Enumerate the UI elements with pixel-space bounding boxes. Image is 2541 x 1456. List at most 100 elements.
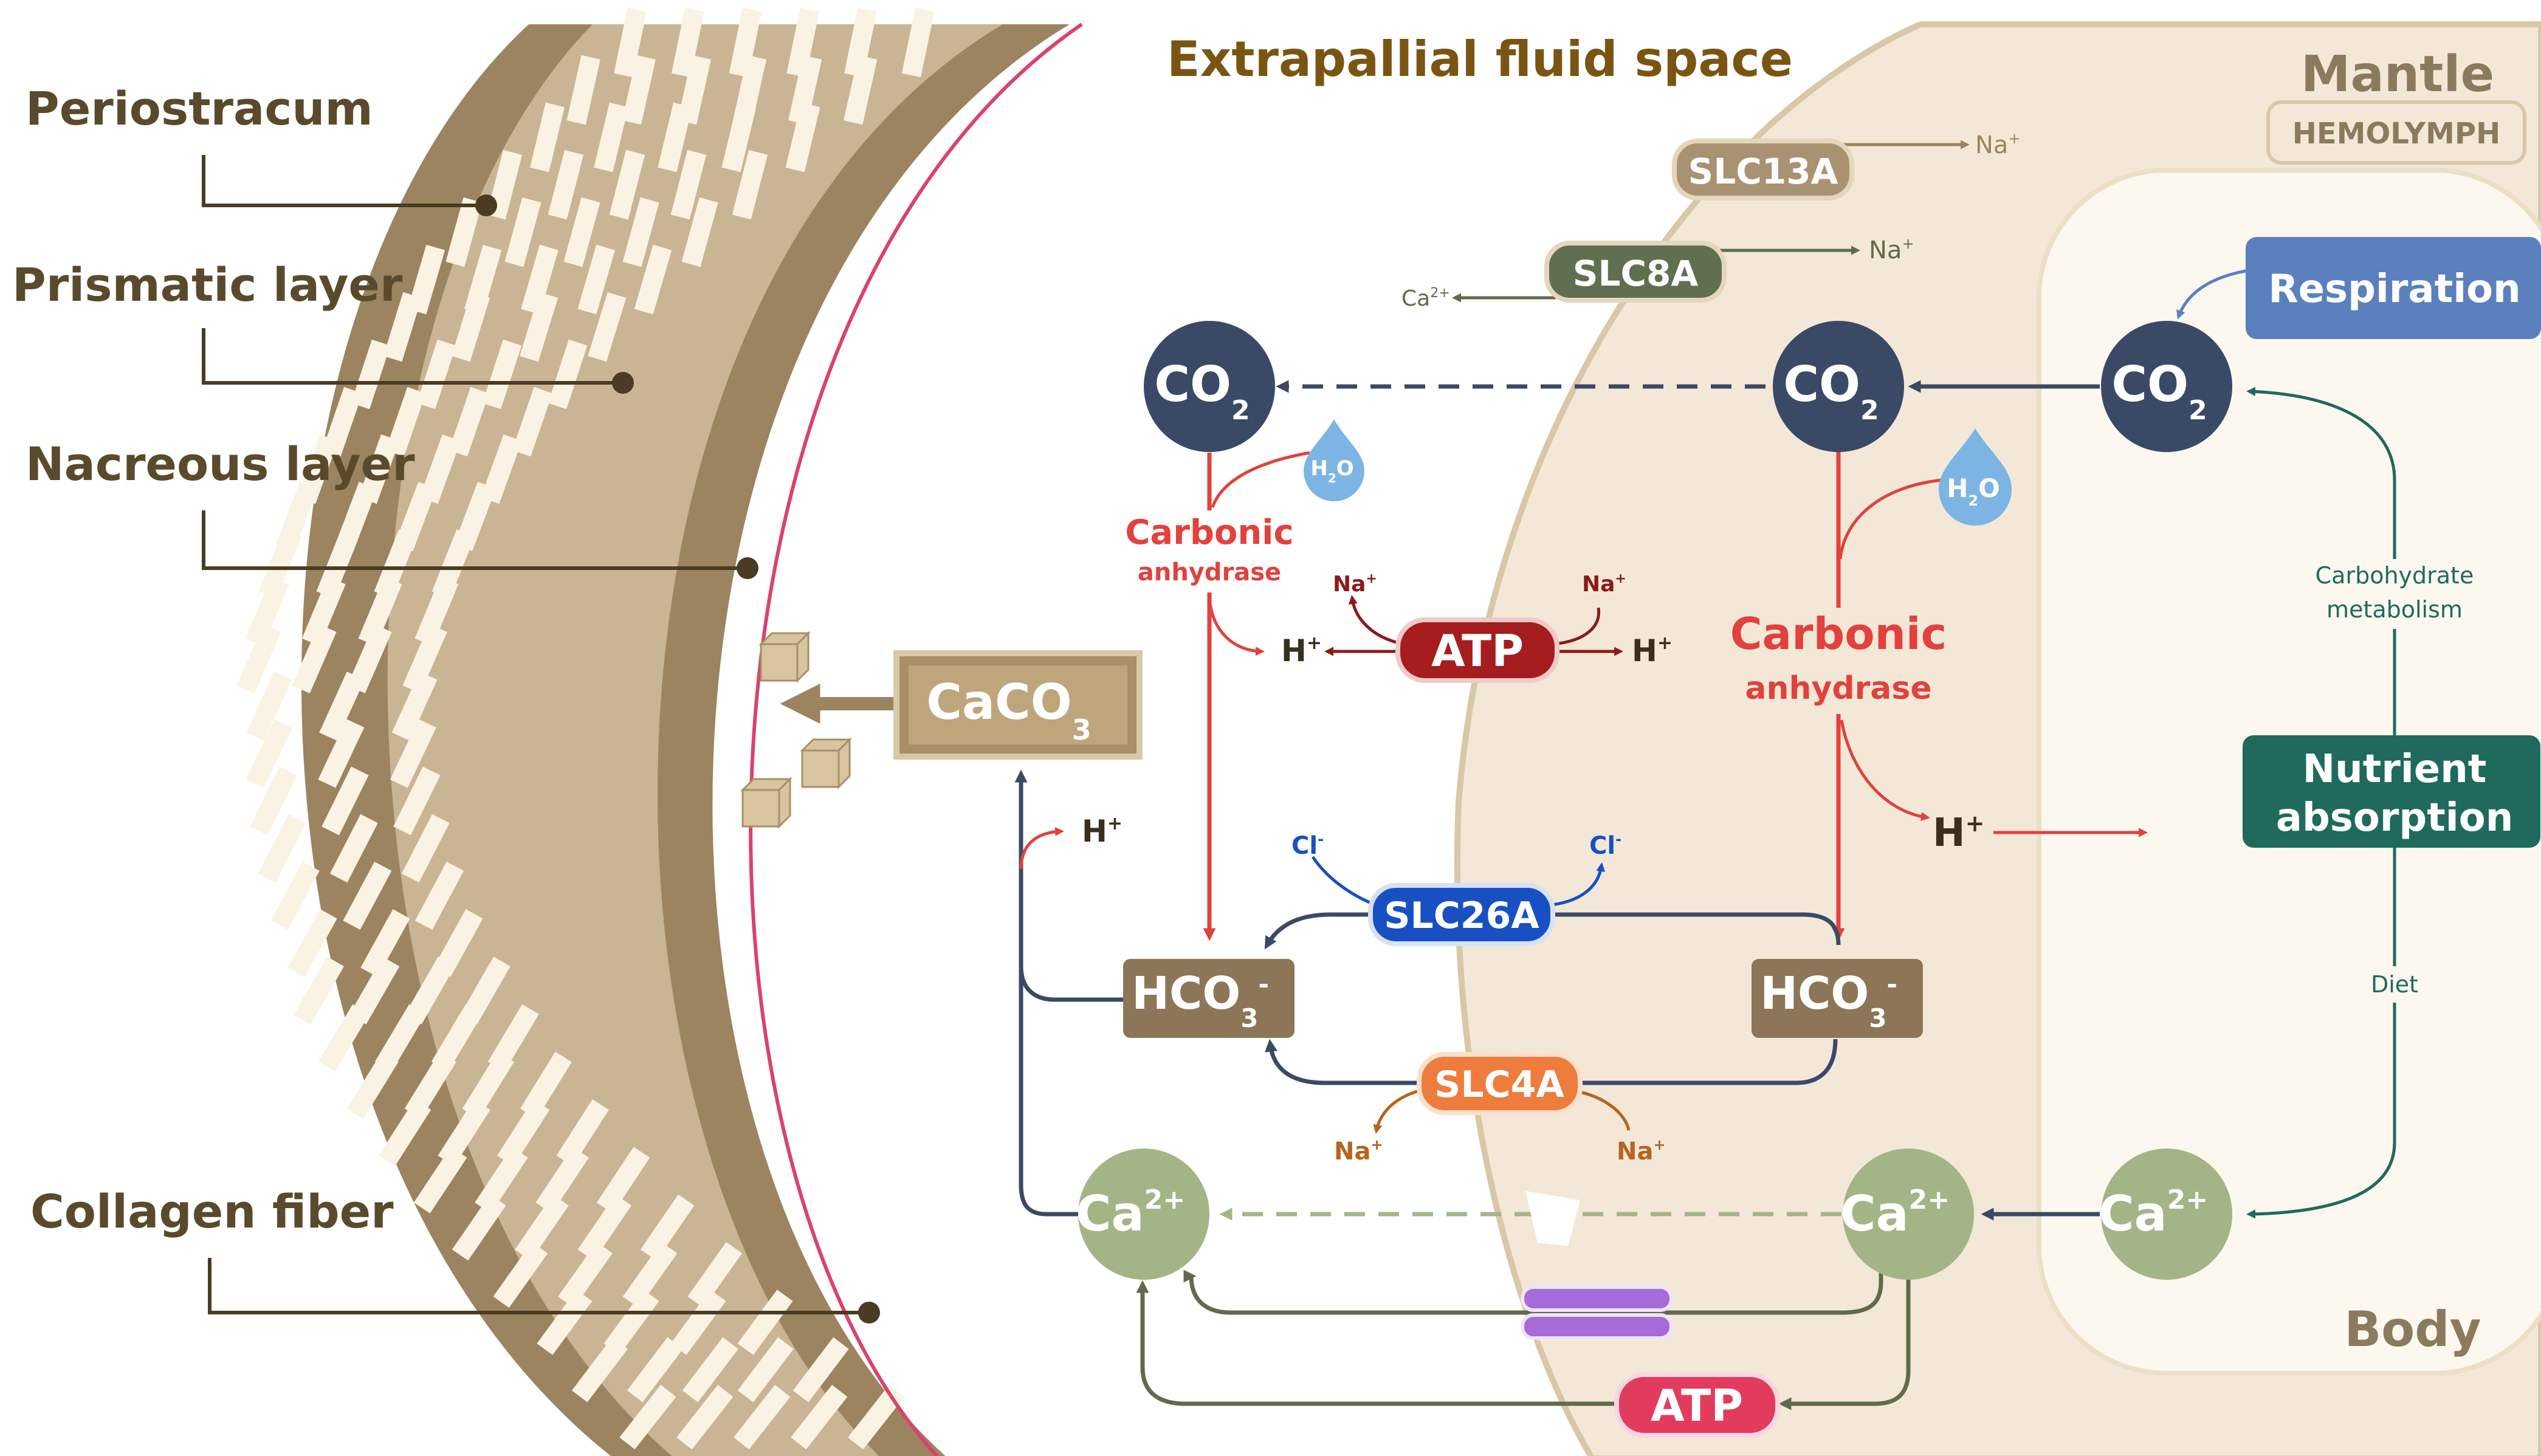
svg-text:CO2: CO2 <box>1154 356 1250 426</box>
nacre-tablet <box>318 1004 370 1072</box>
nacre-tablet <box>347 624 392 693</box>
nacre-tablet <box>301 577 346 646</box>
extrapallial-fluid-space-title: Extrapallial fluid space <box>1167 31 1793 88</box>
nacre-tablet <box>848 1384 905 1450</box>
svg-text:H2O: H2O <box>1310 456 1353 486</box>
nacre-tablet <box>566 55 600 125</box>
nacre-tablet <box>321 766 369 836</box>
nutrient-absorption-box <box>2243 735 2540 848</box>
nacre-tablet <box>329 814 378 883</box>
nacre-tablet <box>530 102 565 173</box>
atp-na-right-label: Na+ <box>1582 571 1626 597</box>
label-prismatic-layer: Prismatic layer <box>12 258 403 312</box>
nacre-tablet <box>393 766 441 836</box>
nacre-tablet <box>374 1004 426 1072</box>
nacre-tablet <box>246 671 292 741</box>
mantle-title: Mantle <box>2301 46 2494 103</box>
nacre-tablet <box>844 55 878 125</box>
crystal-cubes <box>740 631 852 829</box>
epf-anhydrase-label: anhydrase <box>1138 558 1281 586</box>
atp-h-right-label: H+ <box>1632 633 1673 668</box>
nacre-tablet <box>402 624 447 693</box>
nacre-tablet <box>258 814 306 883</box>
nacre-tablet <box>687 1241 743 1308</box>
slc13a-na-label: Na+ <box>1975 130 2021 159</box>
nacre-tablet <box>670 1289 726 1355</box>
nacre-tablet <box>671 7 704 78</box>
nacre-tablet <box>358 577 402 646</box>
hemolymph-badge <box>2266 100 2526 165</box>
nacre-tablet <box>416 339 456 410</box>
nacre-tablet <box>729 7 762 78</box>
nacre-tablet <box>627 1337 683 1403</box>
carbohydrate-metabolism-path <box>2246 386 2396 735</box>
nacre-tablet <box>901 7 935 78</box>
nacre-tablet <box>270 861 320 930</box>
mantle-h-plus-label: H+ <box>1933 810 1984 856</box>
nacre-tablet <box>737 1289 793 1355</box>
nacre-tablet <box>732 149 768 220</box>
nacre-tablets <box>236 7 935 1450</box>
calcium-channel <box>1521 1285 1673 1340</box>
nacre-tablet <box>346 1051 399 1119</box>
nacre-tablet <box>609 149 645 220</box>
nacre-tablet <box>548 339 588 410</box>
label-collagen-fiber: Collagen fiber <box>30 1184 394 1238</box>
nacre-tablet <box>246 577 289 646</box>
epf-h-arrow <box>1208 598 1265 656</box>
ca-channel-path <box>1185 1252 1883 1315</box>
svg-text:CO2: CO2 <box>1783 356 1879 426</box>
nacre-tablet <box>577 244 616 315</box>
mantle-h-arrow <box>1840 719 1930 822</box>
nacre-tablet <box>521 244 559 315</box>
nacre-tablet <box>571 1337 628 1403</box>
nacre-tablet <box>378 1099 432 1166</box>
nacre-tablet <box>414 577 459 646</box>
nacre-tablet <box>737 1337 794 1403</box>
nacre-tablet <box>451 292 490 362</box>
nacre-tablet <box>415 861 464 930</box>
nacre-tablet <box>622 55 656 125</box>
mantle-ca-label-mask <box>1735 608 1942 714</box>
epf-carbonic-label: Carbonic <box>1125 513 1293 552</box>
diet-label: Diet <box>2371 971 2418 998</box>
nacre-tablet <box>351 339 391 410</box>
slc4a-transporter <box>1417 1052 1583 1115</box>
co2-mantle-node: CO2 <box>1773 321 1904 452</box>
slc4a-label: SLC4A <box>1434 1063 1564 1106</box>
svg-text:Ca2+: Ca2+ <box>2099 1184 2208 1242</box>
label-periostracum: Periostracum <box>26 81 373 136</box>
nacre-tablet <box>294 956 345 1025</box>
nacre-tablet <box>670 149 707 220</box>
nacre-tablet <box>343 861 392 930</box>
nacre-tablet <box>401 814 450 883</box>
nacre-tablet <box>791 1384 848 1450</box>
nacre-tablet <box>475 1147 528 1214</box>
nacre-tablet <box>515 1194 569 1261</box>
mantle-h2o-arrow <box>1838 478 1942 560</box>
slc26a-cl-right-arrow <box>1546 862 1606 907</box>
mantle-anhydrase-label: anhydrase <box>1745 670 1931 707</box>
nacre-tablet <box>449 386 489 457</box>
svg-text:CO2: CO2 <box>2111 356 2207 426</box>
nacre-tablet <box>292 624 337 693</box>
nacre-tablet <box>520 292 559 362</box>
ca-to-caco3-path <box>1019 969 1085 1217</box>
nacre-tablet <box>349 956 400 1025</box>
hco3-to-caco3-path <box>1014 769 1124 1002</box>
collagen-fiber-line <box>749 22 1083 1456</box>
carb-label-mask <box>2319 559 2471 629</box>
svg-text:CaCO3: CaCO3 <box>926 674 1091 746</box>
slc4a-na-right-label: Na+ <box>1617 1136 1666 1166</box>
nacre-tablet <box>535 1147 589 1214</box>
slc26a-label: SLC26A <box>1384 895 1539 937</box>
nacre-tablet <box>658 102 693 173</box>
nacre-tablet <box>413 1147 467 1214</box>
epf-h-release-arrow <box>1019 826 1064 870</box>
nacre-tablet <box>622 197 659 267</box>
respiration-box <box>2246 237 2541 339</box>
ca-atp-to-epf-path <box>1136 1280 1620 1406</box>
layer-leader-lines <box>202 155 869 1314</box>
slc26a-cl-right-label: Cl- <box>1589 831 1621 860</box>
h2o-epf-drop-icon: H2O <box>1304 419 1364 501</box>
